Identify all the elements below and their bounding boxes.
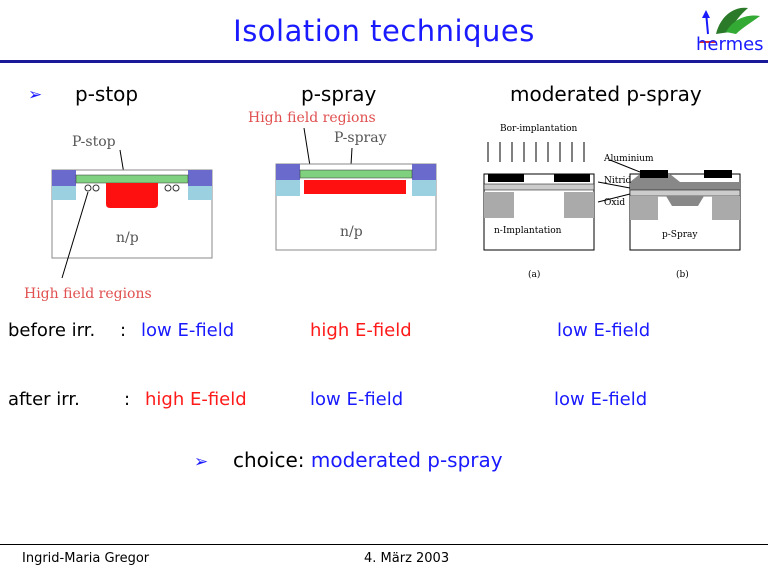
- hermes-logo: hermes: [686, 4, 766, 58]
- fig-oxid: Oxid: [604, 198, 626, 208]
- slide-title: Isolation techniques: [233, 14, 535, 48]
- fig-label-p-stop: P-stop: [72, 134, 116, 150]
- heading-p-spray: p-spray: [301, 82, 377, 106]
- choice-line: choice: moderated p-spray: [233, 448, 503, 472]
- fig-aluminium: Aluminium: [604, 154, 654, 164]
- row-before-p-spray: high E-field: [310, 320, 412, 341]
- winged-logo-icon: [700, 7, 760, 43]
- heading-moderated-p-spray: moderated p-spray: [510, 82, 702, 106]
- fig-label-a: (a): [528, 270, 541, 280]
- fig-label-b: (b): [676, 270, 689, 280]
- choice-arrow-icon: ➢: [194, 452, 209, 472]
- fig-n-implantation: n-Implantation: [494, 226, 562, 236]
- choice-prefix: choice:: [233, 448, 305, 472]
- row-after-p-spray: low E-field: [310, 389, 404, 410]
- row-after-p-stop: high E-field: [145, 389, 247, 410]
- row-before-p-stop: low E-field: [141, 320, 235, 341]
- figure-moderated-p-spray: Bor-implantation Aluminium Nitrid Oxid n…: [480, 122, 748, 287]
- row-before-sep: :: [120, 320, 127, 341]
- bullet-arrow-icon: ➢: [28, 85, 43, 105]
- fig-high-field-p-stop: High field regions: [24, 286, 152, 302]
- figure-p-spray: P-spray n/p: [270, 128, 440, 258]
- fig-bulk-p-stop: n/p: [116, 230, 139, 246]
- row-after-label: after irr.: [8, 389, 80, 410]
- row-after-moderated: low E-field: [554, 389, 648, 410]
- row-before-label: before irr.: [8, 320, 96, 341]
- heading-p-stop: p-stop: [75, 82, 139, 106]
- p-stop-cross-section: [51, 149, 213, 279]
- row-after-sep: :: [124, 389, 131, 410]
- footer-date: 4. März 2003: [364, 551, 450, 566]
- fig-bor-implantation: Bor-implantation: [500, 124, 578, 134]
- footer-rule: [0, 544, 768, 545]
- p-spray-cross-section: [275, 128, 437, 251]
- footer-author: Ingrid-Maria Gregor: [22, 551, 150, 566]
- choice-value: moderated p-spray: [310, 448, 503, 472]
- fig-p-spray-label: p-Spray: [662, 230, 698, 240]
- moderated-p-spray-cross-section: [483, 142, 741, 251]
- fig-nitrid: Nitrid: [604, 176, 632, 186]
- title-rule: [0, 60, 768, 63]
- fig-high-field-p-spray: High field regions: [248, 110, 376, 126]
- fig-label-p-spray: P-spray: [334, 130, 387, 146]
- figure-p-stop: P-stop n/p: [20, 128, 220, 303]
- row-before-moderated: low E-field: [557, 320, 651, 341]
- logo-text: hermes: [696, 34, 764, 55]
- fig-bulk-p-spray: n/p: [340, 224, 363, 240]
